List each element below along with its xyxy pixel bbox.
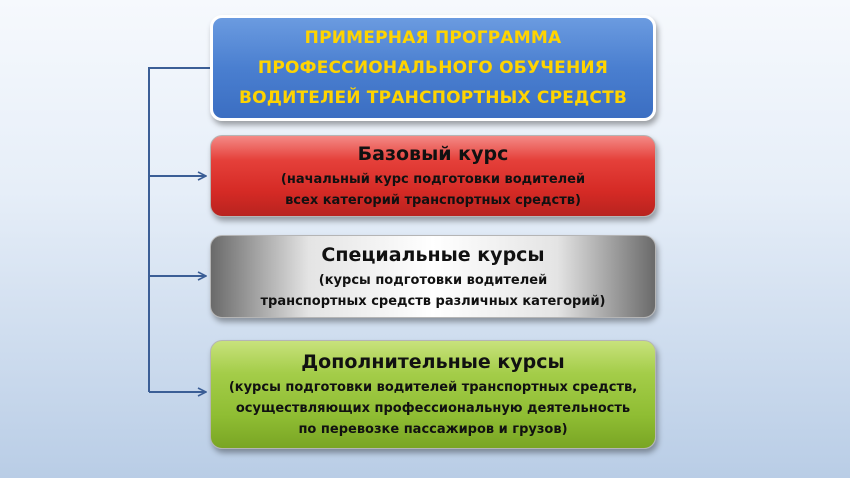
program-title-line-1: ПРИМЕРНАЯ ПРОГРАММА <box>304 28 562 48</box>
base-course-box: Базовый курс (начальный курс подготовки … <box>210 135 656 217</box>
program-title-box: ПРИМЕРНАЯ ПРОГРАММА ПРОФЕССИОНАЛЬНОГО ОБ… <box>210 15 656 121</box>
additional-courses-description-line-3: по перевозке пассажиров и грузов) <box>298 422 568 437</box>
special-courses-title: Специальные курсы <box>321 243 545 266</box>
program-title-line-3: ВОДИТЕЛЕЙ ТРАНСПОРТНЫХ СРЕДСТВ <box>238 88 628 108</box>
additional-courses-description-line-1: (курсы подготовки водителей транспортных… <box>228 380 638 395</box>
base-course-title: Базовый курс <box>357 143 509 165</box>
additional-courses-description-line-2: осуществляющих профессиональную деятельн… <box>235 401 631 416</box>
additional-courses-box: Дополнительные курсы (курсы подготовки в… <box>210 340 656 449</box>
special-courses-description-line-1: (курсы подготовки водителей <box>318 272 548 288</box>
base-course-description-line-2: всех категорий транспортных средств) <box>285 193 581 208</box>
special-courses-description-line-2: транспортных средств различных категорий… <box>260 293 606 309</box>
program-title-line-2: ПРОФЕССИОНАЛЬНОГО ОБУЧЕНИЯ <box>257 58 609 78</box>
base-course-description-line-1: (начальный курс подготовки водителей <box>280 172 586 187</box>
additional-courses-title: Дополнительные курсы <box>301 351 565 373</box>
special-courses-box: Специальные курсы (курсы подготовки води… <box>210 235 656 318</box>
connector-from-header <box>148 67 210 392</box>
